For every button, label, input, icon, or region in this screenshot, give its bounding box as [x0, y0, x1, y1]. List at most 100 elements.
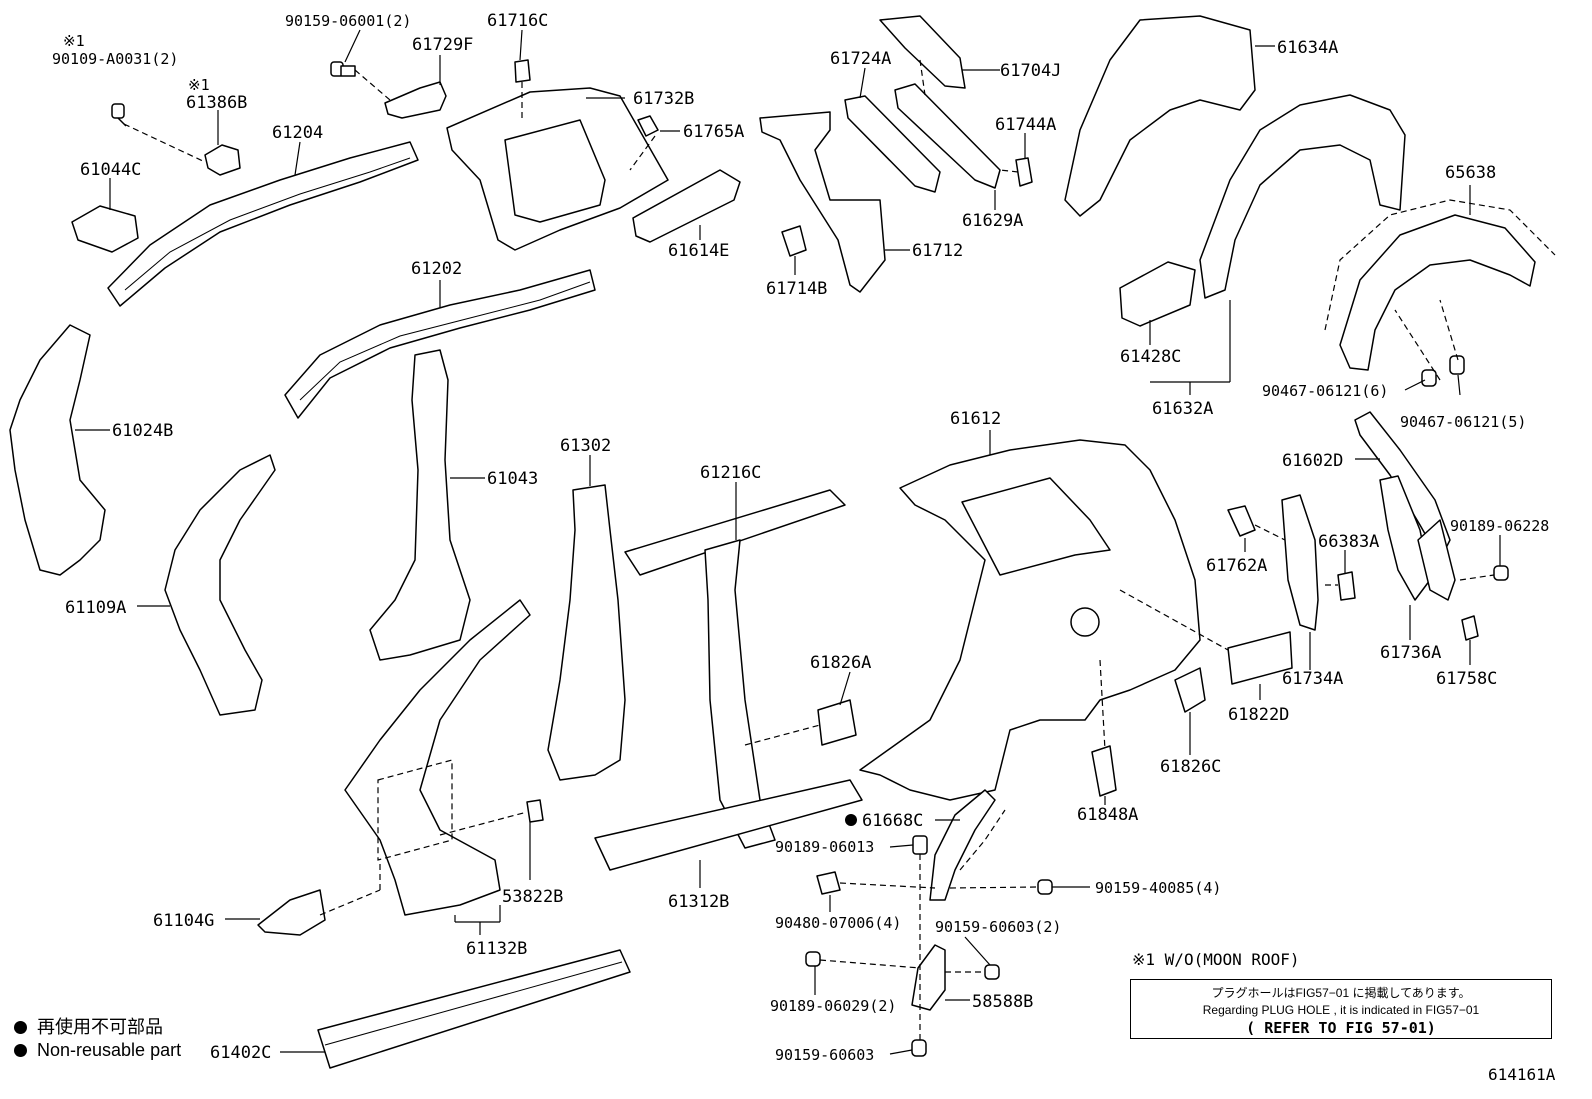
- label-61043: 61043: [487, 469, 538, 489]
- label-61104G: 61104G: [153, 911, 214, 931]
- label-61716C: 61716C: [487, 11, 548, 31]
- part-61712: [759, 111, 886, 293]
- bolt-90109-A0031: [111, 103, 127, 127]
- label-90189-06029: 90189-06029(2): [770, 997, 896, 1015]
- label-61216C: 61216C: [700, 463, 761, 483]
- label-61612: 61612: [950, 409, 1001, 429]
- bolt-90159-40085: [1037, 879, 1053, 895]
- part-61668C: [929, 789, 996, 901]
- label-61668C: 61668C: [862, 811, 923, 831]
- label-90467-06121-6: 90467-06121(6): [1262, 382, 1388, 400]
- part-61312B: [594, 779, 863, 871]
- label-90189-06228: 90189-06228: [1450, 517, 1549, 535]
- label-61822D: 61822D: [1228, 705, 1289, 725]
- label-61602D: 61602D: [1282, 451, 1343, 471]
- bolt-90189-06029: [805, 951, 821, 967]
- part-58588B: [911, 944, 946, 1011]
- label-61024B: 61024B: [112, 421, 173, 441]
- part-61826A: [817, 699, 857, 746]
- part-61744A: [1015, 157, 1033, 187]
- part-61216C-body: [704, 539, 776, 849]
- legend-en-text: Non-reusable part: [37, 1040, 182, 1060]
- legend-jp-text: 再使用不可部品: [37, 1017, 163, 1037]
- part-61826C: [1174, 667, 1206, 713]
- part-61043: [369, 349, 471, 661]
- part-61765A: [637, 115, 659, 137]
- part-61302: [547, 484, 626, 781]
- label-61132B: 61132B: [466, 939, 527, 959]
- note-ref: ( REFER TO FIG 57-01): [1246, 1019, 1436, 1037]
- label-61302: 61302: [560, 436, 611, 456]
- label-61629A: 61629A: [962, 211, 1023, 231]
- label-61826C: 61826C: [1160, 757, 1221, 777]
- note-en: Regarding PLUG HOLE , it is indicated in…: [1202, 1003, 1480, 1017]
- label-61632A: 61632A: [1152, 399, 1213, 419]
- legend-non-reusable-jp: 再使用不可部品: [14, 1013, 163, 1039]
- label-90159-60603-2: 90159-60603(2): [935, 918, 1061, 936]
- label-61109A: 61109A: [65, 598, 126, 618]
- label-61765A: 61765A: [683, 122, 744, 142]
- label-58588B: 58588B: [972, 992, 1033, 1012]
- part-61716C: [514, 59, 531, 83]
- label-61312B: 61312B: [668, 892, 729, 912]
- part-61736A: [1379, 475, 1431, 601]
- part-61612-fuel-door: [1070, 607, 1100, 637]
- label-66383A: 66383A: [1318, 532, 1379, 552]
- bolt-90159-06001: [330, 61, 356, 77]
- label-61762A: 61762A: [1206, 556, 1267, 576]
- part-61822D: [1227, 631, 1293, 685]
- part-61216C: [624, 489, 846, 576]
- part-61848A: [1091, 745, 1117, 797]
- label-61724A: 61724A: [830, 49, 891, 69]
- label-90159-40085: 90159-40085(4): [1095, 879, 1221, 897]
- bolt-90189-06013: [912, 835, 928, 855]
- part-61629A: [894, 83, 1001, 189]
- nut-90467-a: [1421, 369, 1437, 387]
- non-reusable-dot-61668C: [845, 814, 857, 826]
- label-90467-06121-5: 90467-06121(5): [1400, 413, 1526, 431]
- label-53822B: 53822B: [502, 887, 563, 907]
- reference-note-box: プラグホールはFIG57−01 に掲載してあります。 Regarding PLU…: [1130, 979, 1552, 1039]
- mark-61386B: ※1: [188, 76, 210, 94]
- part-61724A: [844, 95, 941, 193]
- part-61109A: [164, 454, 276, 716]
- part-61729F: [384, 81, 447, 119]
- legend-non-reusable-en: Non-reusable part: [14, 1040, 181, 1061]
- label-61704J: 61704J: [1000, 61, 1061, 81]
- label-61386B: 61386B: [186, 93, 247, 113]
- part-61704J: [879, 15, 966, 89]
- part-61024B: [9, 324, 106, 576]
- label-90159-60603: 90159-60603: [775, 1046, 874, 1064]
- label-90109-A0031: 90109-A0031(2): [52, 50, 178, 68]
- label-61744A: 61744A: [995, 115, 1056, 135]
- part-61734A: [1281, 494, 1319, 631]
- note-jp: プラグホールはFIG57−01 に掲載してあります。: [1211, 986, 1471, 1000]
- label-65638: 65638: [1445, 163, 1496, 183]
- part-61762A: [1227, 505, 1256, 537]
- label-61402C: 61402C: [210, 1043, 271, 1063]
- label-61712: 61712: [912, 241, 963, 261]
- part-61402C: [317, 949, 631, 1069]
- part-61736A-side: [1417, 519, 1456, 601]
- part-61732B-window: [504, 119, 606, 223]
- label-61202: 61202: [411, 259, 462, 279]
- label-61736A: 61736A: [1380, 643, 1441, 663]
- label-61734A: 61734A: [1282, 669, 1343, 689]
- part-61044C: [71, 205, 139, 253]
- label-61614E: 61614E: [668, 241, 729, 261]
- label-61428C: 61428C: [1120, 347, 1181, 367]
- part-61634A: [1064, 15, 1256, 217]
- label-90159-06001: 90159-06001(2): [285, 12, 411, 30]
- part-61428C: [1119, 261, 1196, 327]
- part-61632A: [1199, 94, 1406, 299]
- part-53822B: [526, 799, 544, 823]
- legend-dot-icon: [14, 1044, 27, 1057]
- part-66383A: [1337, 571, 1356, 601]
- part-61758C: [1461, 615, 1479, 641]
- bolt-90159-60603-a: [984, 964, 1000, 980]
- bolt-90159-60603-b: [911, 1039, 927, 1057]
- label-61204: 61204: [272, 123, 323, 143]
- label-61729F: 61729F: [412, 35, 473, 55]
- part-61612: [859, 439, 1201, 801]
